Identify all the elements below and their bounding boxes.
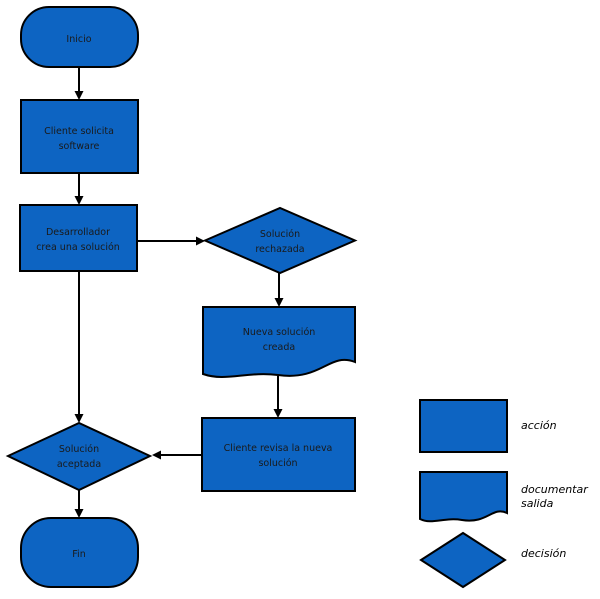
node-desarrollador-label-line2: crea una solución [36,242,120,253]
legend-document-shape [419,471,508,523]
node-cliente-revisa-shape [201,417,356,492]
arrowhead-right-icon [196,236,205,246]
node-inicio: Inicio [20,6,139,68]
node-cliente-solicita: Cliente solicita software [20,99,139,174]
node-cliente-solicita-label-line2: software [59,141,100,152]
arrowhead-down-icon [274,298,284,307]
node-solucion-rechazada-label-line1: Solución [260,229,300,240]
node-cliente-revisa-label-line2: solución [258,458,297,469]
legend-decision-label: decisión [521,547,566,560]
node-cliente-revisa: Cliente revisa la nueva solución [201,417,356,492]
legend-action-shape [419,399,508,453]
arrowhead-down-icon [74,196,84,205]
legend-document-label-line2: salida [521,497,554,510]
node-solucion-aceptada-label-line1: Solución [59,444,99,455]
node-desarrollador-shape [19,204,138,272]
legend-action-label: acción [521,419,557,432]
node-cliente-solicita-shape [20,99,139,174]
arrowhead-down-icon [74,509,84,518]
legend-decision-shape [419,531,507,589]
node-nueva-solucion: Nueva solución creada [202,306,356,378]
arrowhead-down-icon [273,409,283,418]
node-solucion-aceptada-label-line2: aceptada [57,459,101,470]
node-fin-label: Fin [72,549,85,560]
legend-document-label-line1: documentar [521,483,589,496]
node-nueva-solucion-label-line1: Nueva solución [243,327,316,338]
node-solucion-rechazada-shape [202,206,358,275]
arrowhead-down-icon [74,414,84,423]
node-solucion-rechazada: Solución rechazada [202,206,358,275]
node-inicio-shape [20,6,139,68]
node-desarrollador: Desarrollador crea una solución [19,204,138,272]
node-solucion-aceptada: Solución aceptada [5,421,153,492]
node-solucion-aceptada-shape [5,421,153,492]
node-nueva-solucion-shape [202,306,356,378]
legend: acción documentar salida decisión [419,399,589,589]
node-cliente-revisa-label-line1: Cliente revisa la nueva [224,443,333,454]
node-fin-shape [20,517,139,588]
node-inicio-label: Inicio [66,34,91,45]
arrowhead-left-icon [152,450,161,460]
node-desarrollador-label-line1: Desarrollador [46,227,110,238]
arrowhead-down-icon [74,91,84,100]
node-fin: Fin [20,517,139,588]
node-nueva-solucion-label-line2: creada [263,342,295,353]
node-cliente-solicita-label-line1: Cliente solicita [44,126,114,137]
node-solucion-rechazada-label-line2: rechazada [255,244,304,255]
edges [74,67,284,518]
